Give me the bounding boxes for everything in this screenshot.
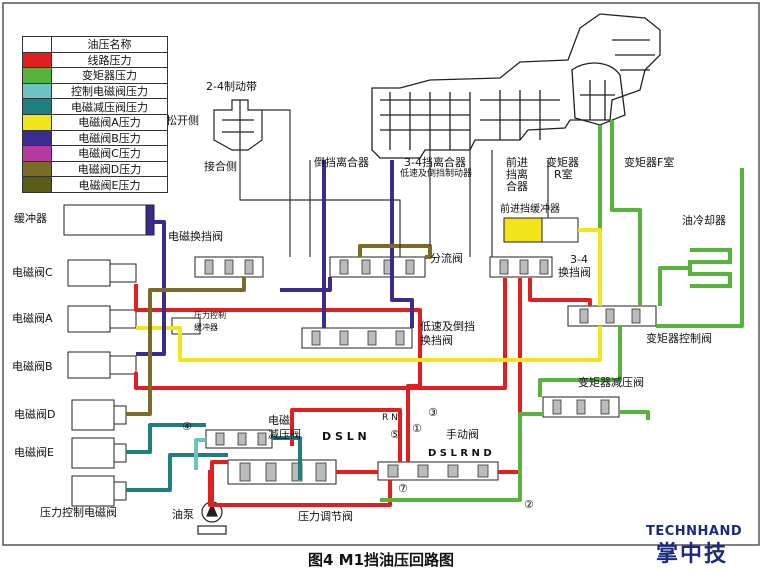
legend-row: 电磁阀A压力 — [23, 113, 167, 130]
legend-row: 电磁减压阀压力 — [23, 98, 167, 114]
label-forward-clutch-2: 挡离 — [506, 167, 528, 181]
legend-row: 电磁阀B压力 — [23, 129, 167, 146]
pressure-legend: 油压名称 线路压力 变矩器压力 控制电磁阀压力 电磁减压阀压力 电磁阀A压力 电… — [22, 36, 168, 193]
legend-label: 电磁阀E压力 — [78, 178, 141, 192]
label-n7: ⑦ — [398, 482, 408, 495]
label-n2: ② — [524, 498, 534, 511]
label-solenoid-a: 电磁阀A — [12, 311, 53, 325]
legend-label: 控制电磁阀压力 — [71, 85, 148, 99]
oil-lines — [126, 109, 744, 507]
legend-swatch-a — [23, 114, 52, 130]
label-low-rev-shift-1: 低速及倒挡 — [420, 319, 475, 333]
label-low-rev-shift-2: 换挡阀 — [420, 333, 453, 347]
legend-label: 变矩器压力 — [82, 69, 137, 83]
label-clutch-34: 3-4挡离合器 — [404, 155, 466, 169]
legend-label: 电磁阀C压力 — [78, 147, 141, 161]
label-forward-accumulator: 前进挡缓冲器 — [500, 202, 560, 215]
label-dsln: D S L N — [322, 430, 367, 443]
label-forward-clutch-3: 合器 — [506, 179, 528, 193]
legend-header: 油压名称 — [87, 38, 132, 52]
accumulators — [63, 204, 579, 243]
label-diverter-valve: 分流阀 — [430, 251, 463, 265]
label-solenoid-d: 电磁阀D — [14, 407, 55, 421]
label-low-rev-brake: 低速及倒挡制动器 — [400, 167, 472, 179]
brand-logo-en: TECHNHAND — [646, 524, 743, 539]
legend-header-swatch — [23, 37, 52, 52]
legend-swatch-e — [23, 177, 52, 192]
legend-header-row: 油压名称 — [23, 37, 167, 52]
legend-row: 电磁阀E压力 — [23, 176, 167, 192]
label-solenoid-shift-valve: 电磁换挡阀 — [168, 229, 223, 243]
legend-row: 电磁阀D压力 — [23, 160, 167, 177]
label-release-side: 松开侧 — [166, 113, 199, 127]
figure-caption: 图4 M1挡油压回路图 — [307, 551, 455, 569]
label-pump: 油泵 — [172, 507, 194, 521]
valve-spools — [204, 259, 641, 482]
label-accumulator: 缓冲器 — [14, 211, 47, 225]
legend-swatch-control — [23, 83, 52, 99]
legend-swatch-d — [23, 161, 52, 177]
label-tc-f-room: 变矩器F室 — [624, 155, 674, 169]
label-pressure-regulator: 压力调节阀 — [298, 509, 353, 523]
label-n1: ① — [412, 422, 422, 435]
label-n3: ③ — [428, 406, 438, 419]
label-band-24: 2-4制动带 — [206, 80, 257, 93]
legend-swatch-reducing — [23, 99, 52, 114]
brand-logo-cn: 掌中技 — [656, 542, 729, 567]
label-tc-r-room-2: R室 — [554, 167, 573, 181]
diagram-labels: 2-4制动带 松开侧 接合侧 倒挡离合器 3-4挡离合器 低速及倒挡制动器 前进… — [12, 80, 726, 523]
legend-label: 电磁阀A压力 — [78, 116, 141, 130]
label-solenoid-e: 电磁阀E — [14, 445, 54, 459]
label-n4: ④ — [182, 420, 192, 433]
label-manual-valve: 手动阀 — [446, 427, 479, 441]
legend-swatch-line — [23, 52, 52, 68]
legend-row: 线路压力 — [23, 51, 167, 68]
label-solenoid-b: 电磁阀B — [12, 359, 53, 373]
label-forward-clutch-1: 前进 — [506, 155, 528, 169]
label-tc-r-room-1: 变矩器 — [546, 155, 579, 169]
label-shift-valve-34-1: 3-4 — [570, 253, 588, 266]
label-reverse-clutch: 倒挡离合器 — [314, 155, 369, 169]
legend-swatch-tc — [23, 68, 52, 83]
oil-pump — [197, 501, 227, 535]
label-tc-control-valve: 变矩器控制阀 — [646, 331, 712, 345]
oil-cooler — [688, 248, 732, 288]
legend-label: 电磁阀B压力 — [78, 131, 141, 145]
label-shift-valve-34-2: 换挡阀 — [558, 265, 591, 279]
legend-label: 电磁阀D压力 — [77, 163, 142, 177]
legend-swatch-c — [23, 146, 52, 161]
legend-label: 电磁减压阀压力 — [71, 100, 148, 114]
label-pc-solenoid: 压力控制电磁阀 — [40, 505, 117, 519]
solenoids — [67, 259, 137, 507]
label-dslrnd: D S L R N D — [428, 448, 492, 459]
legend-row: 变矩器压力 — [23, 67, 167, 83]
transmission-housing — [371, 13, 661, 159]
label-solenoid-c: 电磁阀C — [12, 265, 53, 279]
label-apply-side: 接合侧 — [204, 159, 237, 173]
diagram-border — [2, 2, 760, 546]
label-rn: R N — [382, 413, 398, 423]
label-solenoid-reducing-1: 电磁 — [268, 414, 290, 427]
legend-row: 控制电磁阀压力 — [23, 82, 167, 99]
label-pc-accumulator-1: 压力控制 — [194, 310, 226, 320]
label-tc-reducing-valve: 变矩器减压阀 — [578, 375, 644, 389]
label-solenoid-reducing-2: 减压阀 — [268, 427, 301, 441]
legend-row: 电磁阀C压力 — [23, 145, 167, 161]
legend-swatch-b — [23, 130, 52, 146]
band-servo — [213, 99, 263, 151]
label-pc-accumulator-2: 缓冲器 — [194, 322, 218, 332]
label-oil-cooler: 油冷却器 — [682, 213, 726, 227]
legend-label: 线路压力 — [87, 53, 132, 67]
label-n5: ⑤ — [390, 428, 400, 441]
